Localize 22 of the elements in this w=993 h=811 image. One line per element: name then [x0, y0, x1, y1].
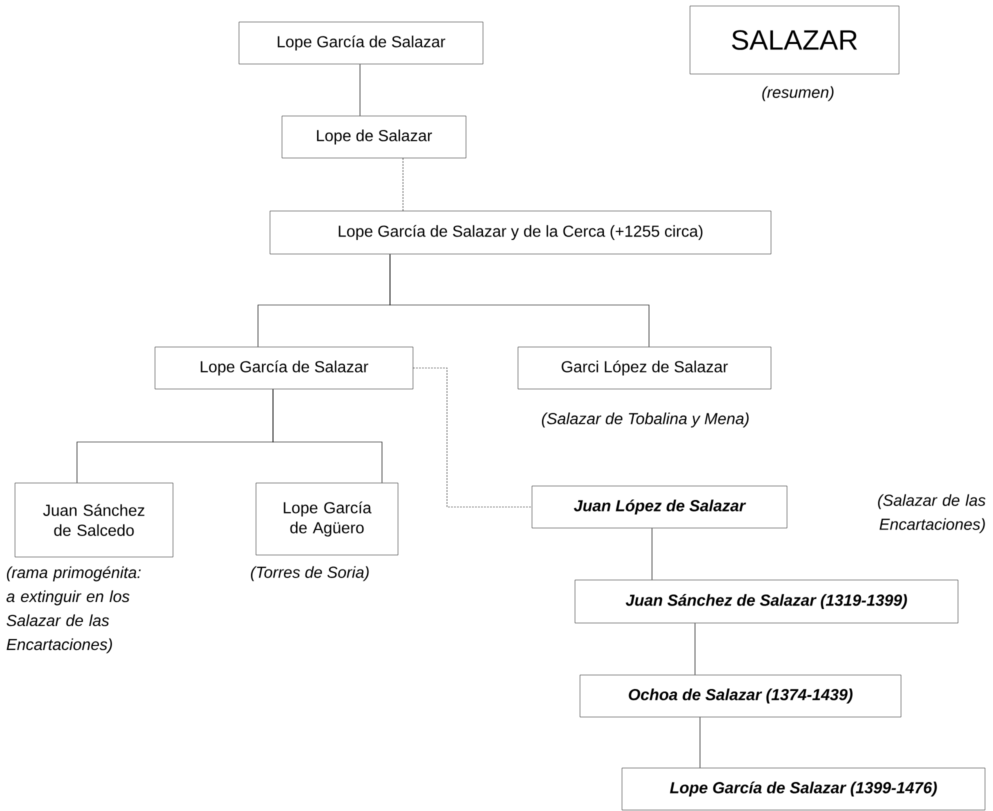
name-box: Garci López de Salazar: [518, 346, 772, 390]
name-box: Lope García de Agüero: [256, 482, 398, 556]
connector-line: [694, 622, 696, 676]
connector-line: [272, 388, 382, 484]
note-text: (Torres de Soria): [250, 566, 369, 582]
note-text: (Salazar de las Encartaciones): [878, 494, 986, 534]
note-text: (rama primogénita: a extinguir en los Salazar de las Encartaciones): [6, 566, 141, 654]
note-text: (Salazar de Tobalina y Mena): [542, 412, 749, 428]
connector-line: [412, 368, 532, 508]
name-box: Lope García de Salazar (1399-1476): [622, 768, 986, 810]
name-box: Juan López de Salazar: [532, 486, 788, 528]
name-box: Ochoa de Salazar (1374-1439): [580, 674, 902, 718]
connector-line: [402, 158, 404, 212]
name-box: Juan Sánchez de Salcedo: [14, 482, 174, 558]
name-box: Lope García de Salazar: [238, 22, 484, 64]
connector-line: [390, 254, 650, 348]
name-box: Lope de Salazar: [282, 116, 466, 158]
name-box: Lope García de Salazar: [154, 346, 414, 390]
name-box: Juan Sánchez de Salazar (1319-1399): [574, 580, 958, 624]
name-box: SALAZAR: [690, 6, 900, 74]
name-box: Lope García de Salazar y de la Cerca (+1255 circa): [270, 210, 772, 254]
note-text: (resumen): [762, 86, 834, 102]
